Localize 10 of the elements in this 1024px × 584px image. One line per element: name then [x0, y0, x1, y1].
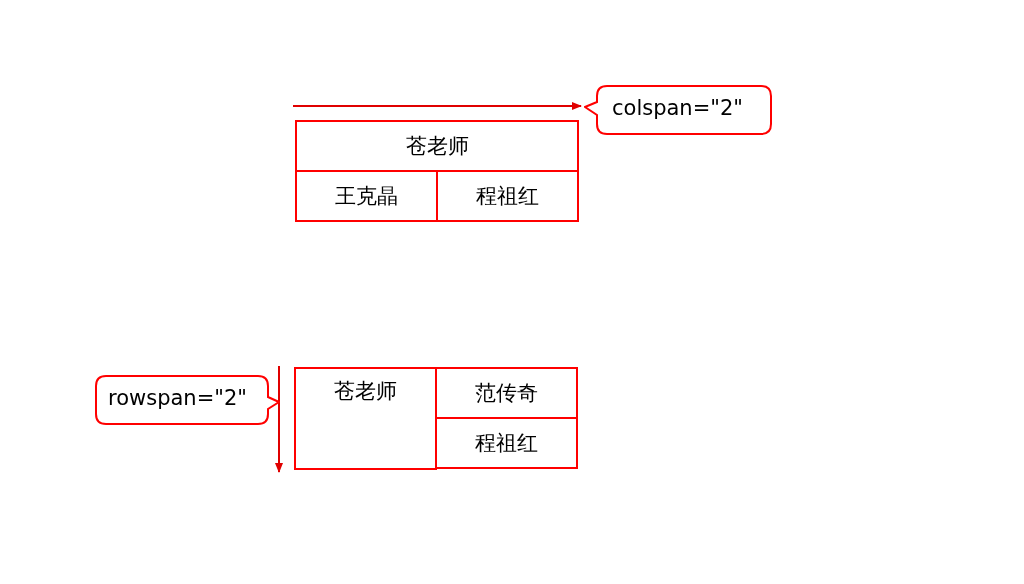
table-cell: 王克晶: [295, 170, 438, 222]
callout-bubble: [95, 375, 280, 425]
callout-bubble: [584, 85, 772, 135]
callout-text: colspan="2": [612, 96, 743, 120]
table-cell: 苍老师: [294, 367, 437, 470]
table-cell: 苍老师: [295, 120, 579, 172]
table-cell: 程祖红: [435, 417, 578, 469]
table-cell: 范传奇: [435, 367, 578, 419]
table-cell: 程祖红: [436, 170, 579, 222]
callout-text: rowspan="2": [108, 386, 247, 410]
